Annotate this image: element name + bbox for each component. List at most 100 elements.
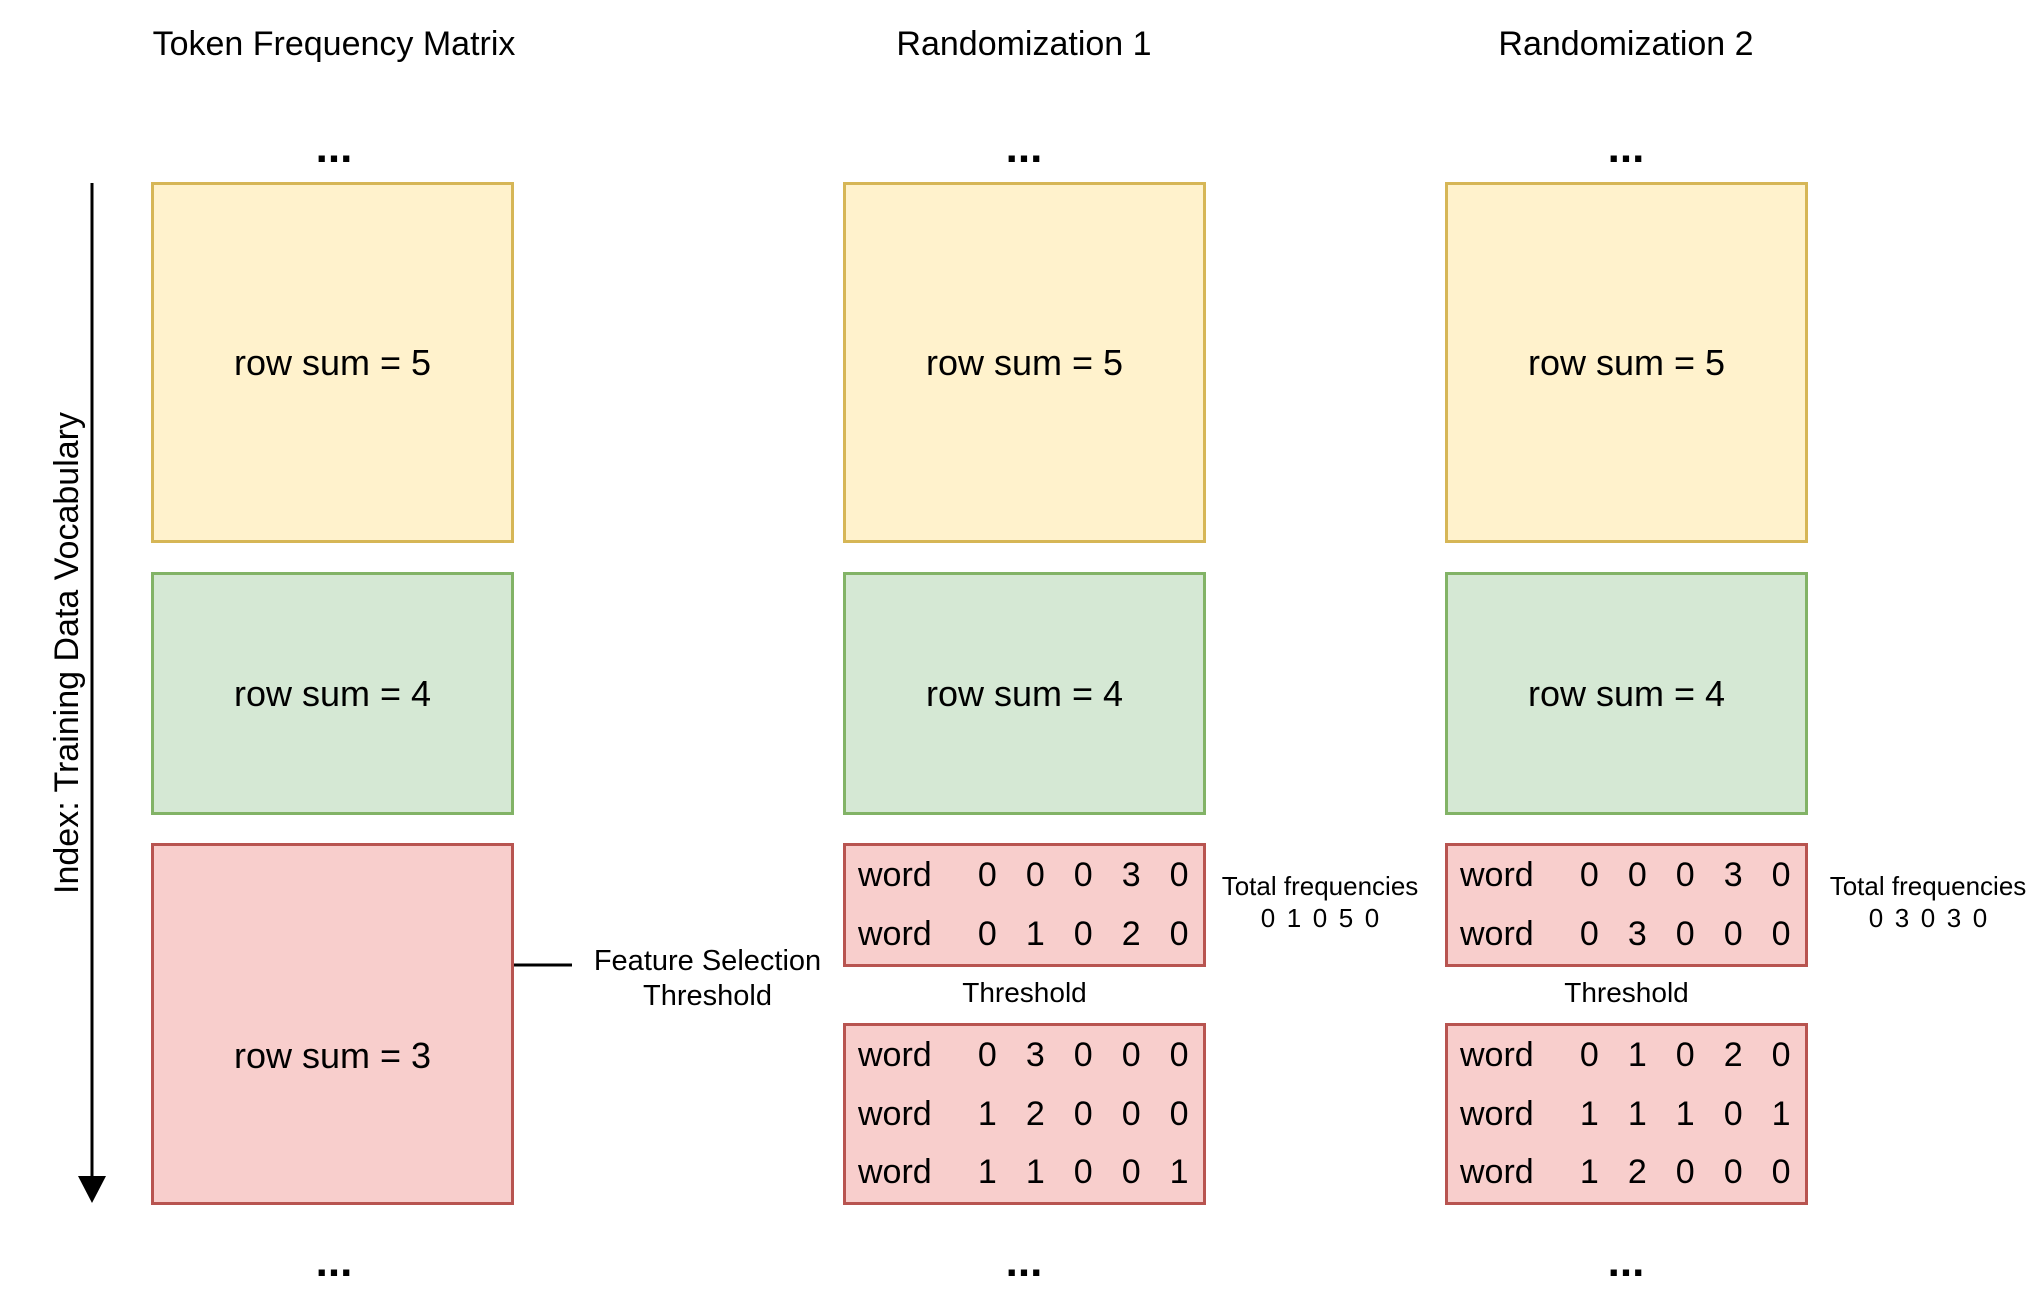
- freq-value: 0: [1771, 915, 1791, 953]
- total-value: 5: [1338, 903, 1354, 933]
- freq-value: 0: [1169, 856, 1189, 894]
- total-value: 3: [1946, 903, 1962, 933]
- column-title-token-frequency-matrix: Token Frequency Matrix: [152, 25, 516, 63]
- rand2-below-threshold-rows: word 0 1 0 2 0 word 1 1 1 0 1 word 1 2 0…: [1445, 1023, 1808, 1205]
- rand2-block-row-sum-5: row sum = 5: [1445, 182, 1808, 543]
- ellipsis-bottom-matrix: ...: [315, 1237, 353, 1286]
- freq-value: 3: [1723, 856, 1743, 894]
- matrix-block-row-sum-4: row sum = 4: [151, 572, 514, 815]
- rand1-threshold-label: Threshold: [962, 977, 1087, 1008]
- freq-value: 0: [1579, 1035, 1599, 1074]
- block-label: row sum = 5: [1527, 341, 1726, 383]
- freq-value: 0: [1675, 915, 1695, 953]
- freq-value: 1: [1025, 915, 1045, 953]
- ellipsis-top-matrix: ...: [315, 123, 353, 172]
- block-label: row sum = 4: [1527, 672, 1726, 714]
- freq-value: 2: [1627, 1153, 1647, 1192]
- total-value: 0: [1260, 903, 1276, 933]
- freq-value: 0: [1675, 856, 1695, 894]
- total-value: 0: [1364, 903, 1380, 933]
- word-label: word: [1460, 915, 1534, 953]
- word-row: word 0 0 0 3 0: [1460, 846, 1805, 905]
- freq-value: 0: [1579, 856, 1599, 894]
- axis-label-index: Index: Training Data Vocabulary: [48, 412, 86, 894]
- word-label: word: [1460, 1094, 1534, 1133]
- freq-value: 0: [1771, 1035, 1791, 1074]
- feature-selection-threshold-label: Feature Selection Threshold: [580, 944, 835, 1014]
- freq-value: 0: [1073, 1035, 1093, 1074]
- freq-value: 1: [977, 1153, 997, 1192]
- fs-label-line-1: Feature Selection: [593, 945, 822, 977]
- rand1-above-threshold-rows: word 0 0 0 3 0 word 0 1 0 2 0: [843, 843, 1206, 967]
- freq-value: 0: [1073, 1094, 1093, 1133]
- freq-value: 2: [1121, 915, 1141, 953]
- freq-value: 0: [1073, 915, 1093, 953]
- freq-value: 0: [1723, 1153, 1743, 1192]
- word-label: word: [858, 915, 932, 953]
- freq-value: 2: [1723, 1035, 1743, 1074]
- freq-value: 0: [977, 856, 997, 894]
- freq-value: 0: [1121, 1094, 1141, 1133]
- total-value: 3: [1894, 903, 1910, 933]
- rand2-threshold-label: Threshold: [1564, 977, 1689, 1008]
- total-value: 0: [1920, 903, 1936, 933]
- block-label: row sum = 5: [233, 341, 432, 383]
- total-value: 0: [1972, 903, 1988, 933]
- word-row: word 0 0 0 3 0: [858, 846, 1203, 905]
- fs-label-line-2: Threshold: [643, 980, 772, 1012]
- freq-value: 1: [1025, 1153, 1045, 1192]
- freq-value: 0: [1771, 856, 1791, 894]
- freq-value: 1: [1627, 1035, 1647, 1074]
- freq-value: 1: [1771, 1094, 1791, 1133]
- totals-label: Total frequencies: [1829, 871, 2027, 901]
- freq-value: 0: [1723, 915, 1743, 953]
- freq-value: 0: [1169, 1035, 1189, 1074]
- total-value: 1: [1286, 903, 1302, 933]
- rand1-block-row-sum-5: row sum = 5: [843, 182, 1206, 543]
- block-label: row sum = 5: [925, 341, 1124, 383]
- freq-value: 0: [1675, 1153, 1695, 1192]
- matrix-block-row-sum-3: row sum = 3: [151, 843, 514, 1205]
- freq-value: 0: [1771, 1153, 1791, 1192]
- ellipsis-bottom-rand2: ...: [1607, 1237, 1645, 1286]
- freq-value: 0: [1121, 1153, 1141, 1192]
- block-label: row sum = 3: [233, 1035, 432, 1076]
- freq-value: 0: [1073, 1153, 1093, 1192]
- word-row: word 1 2 0 0 0: [1460, 1143, 1805, 1202]
- freq-value: 0: [977, 915, 997, 953]
- ellipsis-top-rand1: ...: [1005, 123, 1043, 172]
- freq-value: 0: [1073, 856, 1093, 894]
- rand2-block-row-sum-4: row sum = 4: [1445, 572, 1808, 815]
- rand2-above-threshold-rows: word 0 0 0 3 0 word 0 3 0 0 0: [1445, 843, 1808, 967]
- total-value: 0: [1312, 903, 1328, 933]
- rand1-below-threshold-rows: word 0 3 0 0 0 word 1 2 0 0 0 word 1 1 0…: [843, 1023, 1206, 1205]
- freq-value: 0: [1121, 1035, 1141, 1074]
- word-row: word 1 1 0 0 1: [858, 1143, 1203, 1202]
- word-label: word: [1460, 1153, 1534, 1192]
- word-row: word 0 1 0 2 0: [1460, 1026, 1805, 1085]
- freq-value: 1: [1675, 1094, 1695, 1133]
- ellipsis-top-rand2: ...: [1607, 123, 1645, 172]
- freq-value: 1: [1579, 1153, 1599, 1192]
- freq-value: 1: [1169, 1153, 1189, 1192]
- word-label: word: [858, 1035, 932, 1074]
- word-label: word: [1460, 856, 1534, 894]
- freq-value: 0: [1579, 915, 1599, 953]
- block-label: row sum = 4: [233, 672, 432, 714]
- word-row: word 1 2 0 0 0: [858, 1085, 1203, 1144]
- block-label: row sum = 4: [925, 672, 1124, 714]
- word-label: word: [858, 1153, 932, 1192]
- totals-label: Total frequencies: [1221, 871, 1419, 901]
- freq-value: 0: [1169, 915, 1189, 953]
- freq-value: 3: [1627, 915, 1647, 953]
- word-row: word 0 3 0 0 0: [858, 1026, 1203, 1085]
- freq-value: 0: [1169, 1094, 1189, 1133]
- word-label: word: [1460, 1035, 1534, 1074]
- word-label: word: [858, 1094, 932, 1133]
- column-title-randomization-1: Randomization 1: [896, 25, 1152, 63]
- freq-value: 0: [1723, 1094, 1743, 1133]
- freq-value: 3: [1121, 856, 1141, 894]
